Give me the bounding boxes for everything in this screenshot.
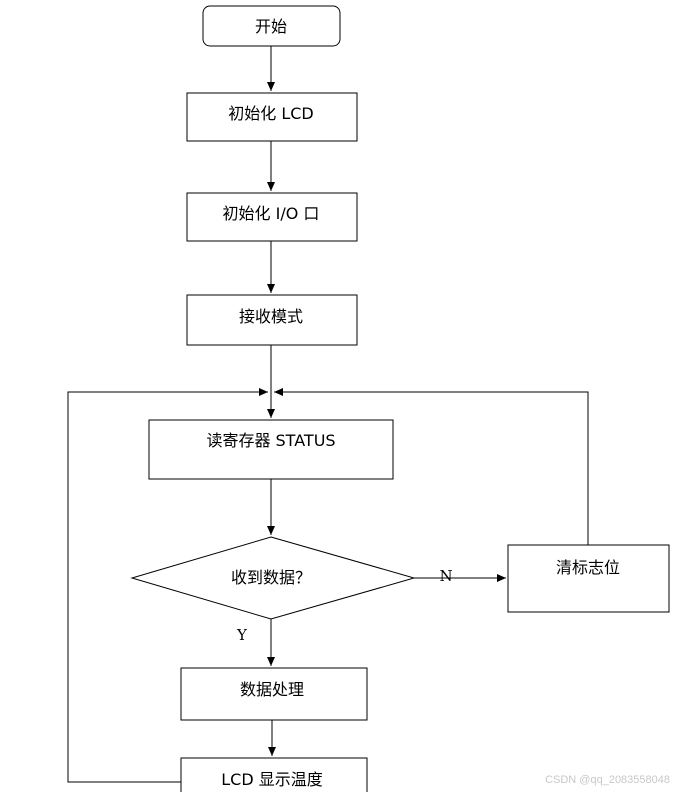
display-label: LCD 显示温度 xyxy=(221,770,323,789)
decision-label: 收到数据？ xyxy=(231,568,311,587)
init-io-label: 初始化 I/O 口 xyxy=(223,204,320,223)
init-io-node xyxy=(186,192,358,242)
start-label: 开始 xyxy=(255,17,287,36)
loop-right-return xyxy=(274,388,589,545)
clear-flag-node xyxy=(507,544,670,613)
init-lcd-node xyxy=(186,92,358,142)
read-status-label: 读寄存器 STATUS xyxy=(206,431,335,450)
process-label: 数据处理 xyxy=(240,680,304,699)
receive-mode-label: 接收模式 xyxy=(239,307,303,326)
loop-left-return xyxy=(67,388,268,783)
process-node xyxy=(180,667,368,721)
yes-label: Y xyxy=(236,626,248,644)
no-label: N xyxy=(439,567,452,585)
receive-mode-node xyxy=(186,294,358,346)
watermark: CSDN @qq_2083558048 xyxy=(545,774,670,786)
clear-flag-label: 清标志位 xyxy=(556,558,620,577)
display-node xyxy=(180,757,368,792)
init-lcd-label: 初始化 LCD xyxy=(228,104,314,123)
